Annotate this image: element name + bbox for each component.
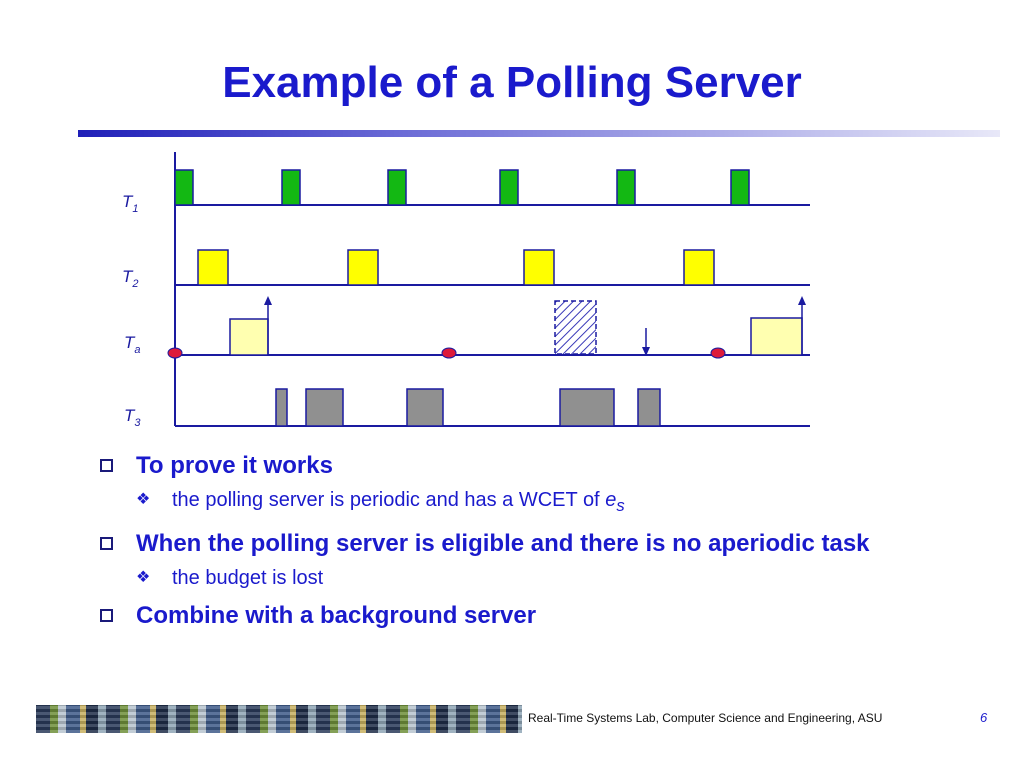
wcet-variable: e	[605, 489, 617, 511]
row-label-t2: T2	[122, 267, 139, 290]
ta-jobs	[167, 296, 806, 359]
row-label-t1: T1	[122, 192, 139, 215]
t1-job	[387, 169, 407, 206]
t1-jobs	[174, 169, 750, 206]
bullet-list: To prove it works ❖ the polling server i…	[100, 450, 980, 636]
footer-text: Real-Time Systems Lab, Computer Science …	[528, 711, 883, 725]
ta-job	[750, 317, 803, 356]
square-bullet-icon	[100, 459, 113, 472]
t2-jobs	[197, 249, 715, 286]
t3-job	[559, 388, 615, 427]
footer-banner-image	[36, 705, 522, 733]
bullet-text: Combine with a background server	[136, 602, 537, 629]
t1-job	[499, 169, 519, 206]
server-period-marker	[441, 347, 457, 359]
bullet-item: Combine with a background server	[100, 600, 980, 632]
bullet-item: To prove it works	[100, 450, 980, 482]
t1-job	[616, 169, 636, 206]
server-period-marker	[710, 347, 726, 359]
t1-job	[174, 169, 194, 206]
diamond-bullet-icon: ❖	[136, 569, 151, 586]
t2-job	[347, 249, 379, 286]
page-number: 6	[980, 710, 988, 725]
row-label-ta: Ta	[124, 333, 141, 356]
t1-job	[730, 169, 750, 206]
ta-job	[229, 318, 269, 356]
wcet-variable-subscript: s	[616, 496, 625, 515]
square-bullet-icon	[100, 609, 113, 622]
t3-jobs	[275, 388, 661, 427]
t3-job	[275, 388, 288, 427]
sub-bullet-text: the polling server is periodic and has a…	[172, 489, 606, 511]
t2-job	[523, 249, 555, 286]
arrival-arrowhead	[798, 296, 806, 305]
bullet-text: To prove it works	[136, 452, 333, 479]
sub-bullet-item: ❖ the budget is lost	[100, 564, 980, 592]
down-arrowhead	[642, 347, 650, 356]
t2-job	[197, 249, 229, 286]
t2-job	[683, 249, 715, 286]
row-label-t3: T3	[124, 406, 141, 429]
square-bullet-icon	[100, 537, 113, 550]
server-period-marker	[167, 347, 183, 359]
sub-bullet-text: the budget is lost	[172, 567, 324, 589]
bullet-item: When the polling server is eligible and …	[100, 528, 980, 560]
t3-job	[406, 388, 444, 427]
t1-job	[281, 169, 301, 206]
t3-job	[305, 388, 344, 427]
ta-lost-budget	[554, 300, 597, 355]
sub-bullet-item: ❖ the polling server is periodic and has…	[100, 486, 980, 520]
diamond-bullet-icon: ❖	[136, 491, 151, 508]
bullet-text: When the polling server is eligible and …	[136, 530, 870, 557]
title-divider	[78, 130, 1000, 137]
arrival-arrowhead	[264, 296, 272, 305]
slide-title: Example of a Polling Server	[222, 58, 802, 107]
t3-job	[637, 388, 661, 427]
